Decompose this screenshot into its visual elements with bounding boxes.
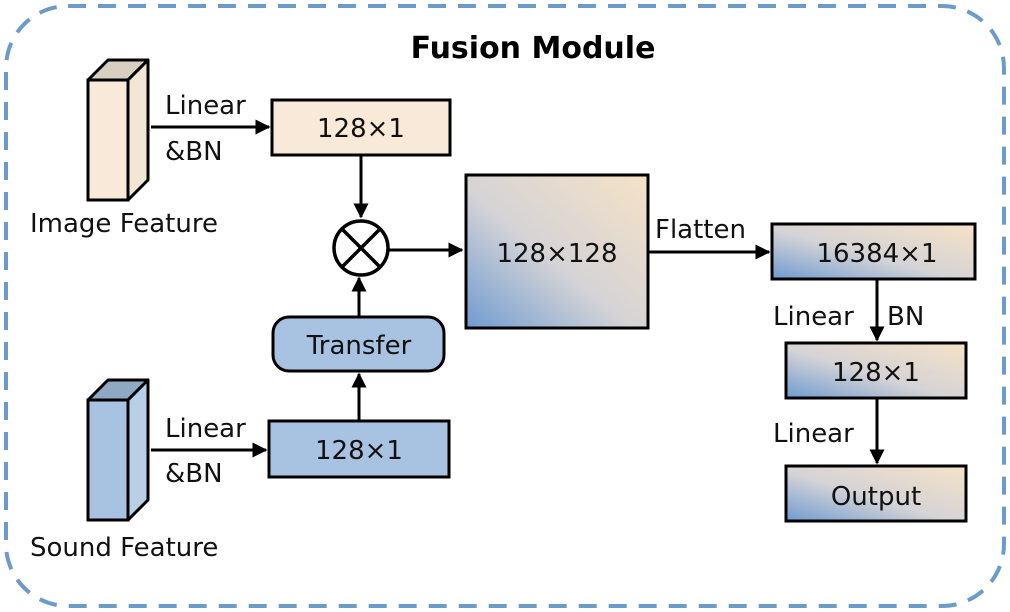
sound-vector-label: 128×1 (315, 436, 403, 466)
sound-edge-label-linear: Linear (165, 414, 246, 444)
flatten-vector-box (770, 222, 977, 281)
sound-prism-side (126, 378, 150, 522)
matrix-label: 128×128 (496, 239, 617, 269)
sound-feature-label: Sound Feature (30, 533, 218, 563)
module-border (4, 4, 1006, 608)
image-vector-box (270, 98, 452, 157)
image-vector-label: 128×1 (317, 114, 405, 144)
sound-edge-label-bn: &BN (165, 459, 223, 489)
image-prism-side (126, 58, 150, 202)
output-label: Output (831, 482, 921, 512)
flatten-vector-label: 16384×1 (816, 239, 937, 269)
transfer-label: Transfer (306, 331, 412, 361)
outer-product-icon (332, 219, 390, 277)
image-edge-label-bn: &BN (165, 137, 223, 167)
output-box (784, 464, 968, 523)
head-edge1-label-linear: Linear (773, 302, 854, 332)
image-feature-label: Image Feature (30, 209, 218, 239)
image-edge-label-linear: Linear (165, 91, 246, 121)
image-prism-front (86, 78, 130, 202)
sound-vector-box (267, 419, 451, 479)
sound-prism-front (86, 398, 130, 522)
sound-feature-prism (86, 378, 150, 522)
head-edge1-label-bn: BN (887, 302, 924, 332)
hidden-vector-box (784, 341, 968, 400)
head-edge2-label-linear: Linear (773, 419, 854, 449)
hidden-vector-label: 128×1 (832, 358, 920, 388)
module-title: Fusion Module (411, 31, 656, 66)
image-feature-prism (86, 58, 150, 202)
flatten-label: Flatten (655, 215, 746, 245)
